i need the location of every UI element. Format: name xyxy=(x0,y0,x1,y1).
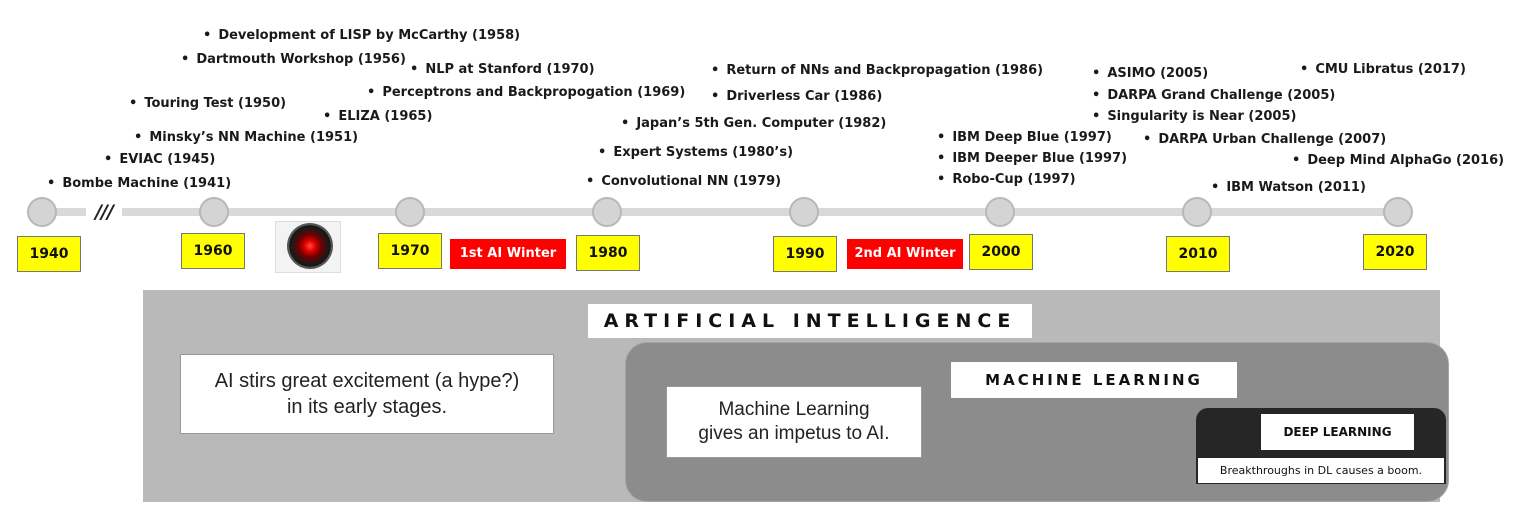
event-darpa-grand-2005: DARPA Grand Challenge (2005) xyxy=(1092,88,1335,104)
timeline-track xyxy=(38,208,1406,216)
event-cmu-libratus-2017: CMU Libratus (2017) xyxy=(1300,62,1466,78)
timeline-node-1940 xyxy=(27,197,57,227)
machine-learning-note: Machine Learning gives an impetus to AI. xyxy=(666,386,922,458)
deep-learning-title: DEEP LEARNING xyxy=(1261,414,1414,450)
event-return-nns-1986: Return of NNs and Backpropagation (1986) xyxy=(711,63,1043,79)
year-label-1980: 1980 xyxy=(576,235,640,271)
event-lisp-1958: Development of LISP by McCarthy (1958) xyxy=(203,28,520,44)
event-dartmouth-1956: Dartmouth Workshop (1956) xyxy=(181,52,406,68)
timeline-node-1960 xyxy=(199,197,229,227)
event-ibm-deep-blue-1997: IBM Deep Blue (1997) xyxy=(937,130,1112,146)
ml-note-line-2: gives an impetus to AI. xyxy=(698,423,890,444)
event-japan-5th-gen-1982: Japan’s 5th Gen. Computer (1982) xyxy=(621,116,886,132)
event-asimo-2005: ASIMO (2005) xyxy=(1092,66,1208,82)
event-bombe-1941: Bombe Machine (1941) xyxy=(47,176,231,192)
event-ibm-watson-2011: IBM Watson (2011) xyxy=(1211,180,1366,196)
timeline-node-2000 xyxy=(985,197,1015,227)
year-label-1970: 1970 xyxy=(378,233,442,269)
event-nlp-stanford-1970: NLP at Stanford (1970) xyxy=(410,62,594,78)
timeline-node-2010 xyxy=(1182,197,1212,227)
ml-note-line-1: Machine Learning xyxy=(718,399,870,420)
deep-learning-note: Breakthroughs in DL causes a boom. xyxy=(1198,458,1444,483)
event-darpa-urban-2007: DARPA Urban Challenge (2007) xyxy=(1143,132,1386,148)
year-label-2020: 2020 xyxy=(1363,234,1427,270)
event-robocup-1997: Robo-Cup (1997) xyxy=(937,172,1075,188)
timeline-break-mark: /// xyxy=(86,200,122,224)
event-turing-test-1950: Touring Test (1950) xyxy=(129,96,286,112)
event-driverless-car-1986: Driverless Car (1986) xyxy=(711,89,882,105)
machine-learning-title: MACHINE LEARNING xyxy=(951,362,1237,398)
ai-note-line-2: in its early stages. xyxy=(286,396,448,418)
event-perceptrons-1969: Perceptrons and Backpropogation (1969) xyxy=(367,85,685,101)
ai-note-line-1: AI stirs great excitement (a hype?) xyxy=(214,370,520,392)
ai-winter-2: 2nd AI Winter xyxy=(847,239,963,269)
ai-winter-1: 1st AI Winter xyxy=(450,239,566,269)
event-minsky-1951: Minsky’s NN Machine (1951) xyxy=(134,130,358,146)
event-eviac-1945: EVIAC (1945) xyxy=(104,152,215,168)
year-label-1940: 1940 xyxy=(17,236,81,272)
event-alphago-2016: Deep Mind AlphaGo (2016) xyxy=(1292,153,1504,169)
event-singularity-2005: Singularity is Near (2005) xyxy=(1092,109,1296,125)
year-label-2000: 2000 xyxy=(969,234,1033,270)
timeline-node-1990 xyxy=(789,197,819,227)
timeline-node-1970 xyxy=(395,197,425,227)
timeline-node-1980 xyxy=(592,197,622,227)
year-label-2010: 2010 xyxy=(1166,236,1230,272)
event-convolutional-nn-1979: Convolutional NN (1979) xyxy=(586,174,781,190)
artificial-intelligence-title: ARTIFICIAL INTELLIGENCE xyxy=(588,304,1032,338)
hal-9000-eye-image xyxy=(275,221,341,273)
event-expert-systems-1980s: Expert Systems (1980’s) xyxy=(598,145,793,161)
event-ibm-deeper-blue-1997: IBM Deeper Blue (1997) xyxy=(937,151,1127,167)
event-eliza-1965: ELIZA (1965) xyxy=(323,109,432,125)
year-label-1960: 1960 xyxy=(181,233,245,269)
artificial-intelligence-note: AI stirs great excitement (a hype?) in i… xyxy=(180,354,554,434)
year-label-1990: 1990 xyxy=(773,236,837,272)
timeline-node-2020 xyxy=(1383,197,1413,227)
